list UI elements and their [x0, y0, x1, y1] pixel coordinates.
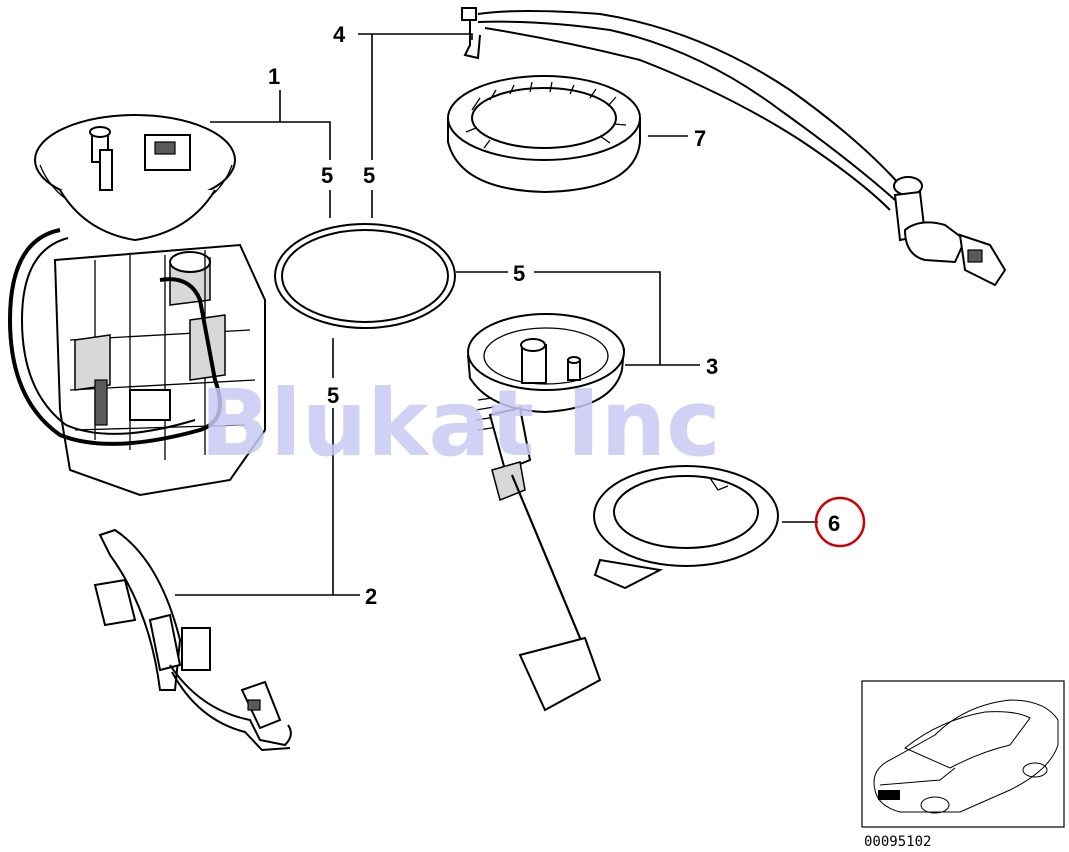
callout-1: 1	[268, 64, 280, 89]
sealing-ring	[593, 465, 779, 590]
o-ring-seal	[274, 223, 456, 329]
callout-5-sender: 5	[513, 261, 525, 286]
fuel-level-sender	[467, 313, 625, 712]
vehicle-thumbnail	[861, 680, 1065, 828]
diagram-number: 00095102	[864, 834, 931, 850]
callout-5-left: 5	[321, 163, 333, 188]
wire-harness	[461, 7, 1007, 287]
callout-6: 6	[828, 511, 840, 536]
callout-7: 7	[694, 126, 706, 151]
callout-5-right: 5	[363, 163, 375, 188]
callout-2: 2	[365, 584, 377, 609]
fuel-pump-assembly	[7, 114, 266, 497]
callout-5-lower: 5	[327, 383, 339, 408]
callout-3: 3	[706, 354, 718, 379]
wiring-lead	[93, 528, 292, 752]
watermark-text: Blukat Inc	[200, 370, 721, 477]
callout-4: 4	[333, 22, 346, 47]
leader-lines	[175, 33, 818, 596]
locking-ring	[447, 75, 641, 194]
highlight-circle	[814, 496, 866, 548]
